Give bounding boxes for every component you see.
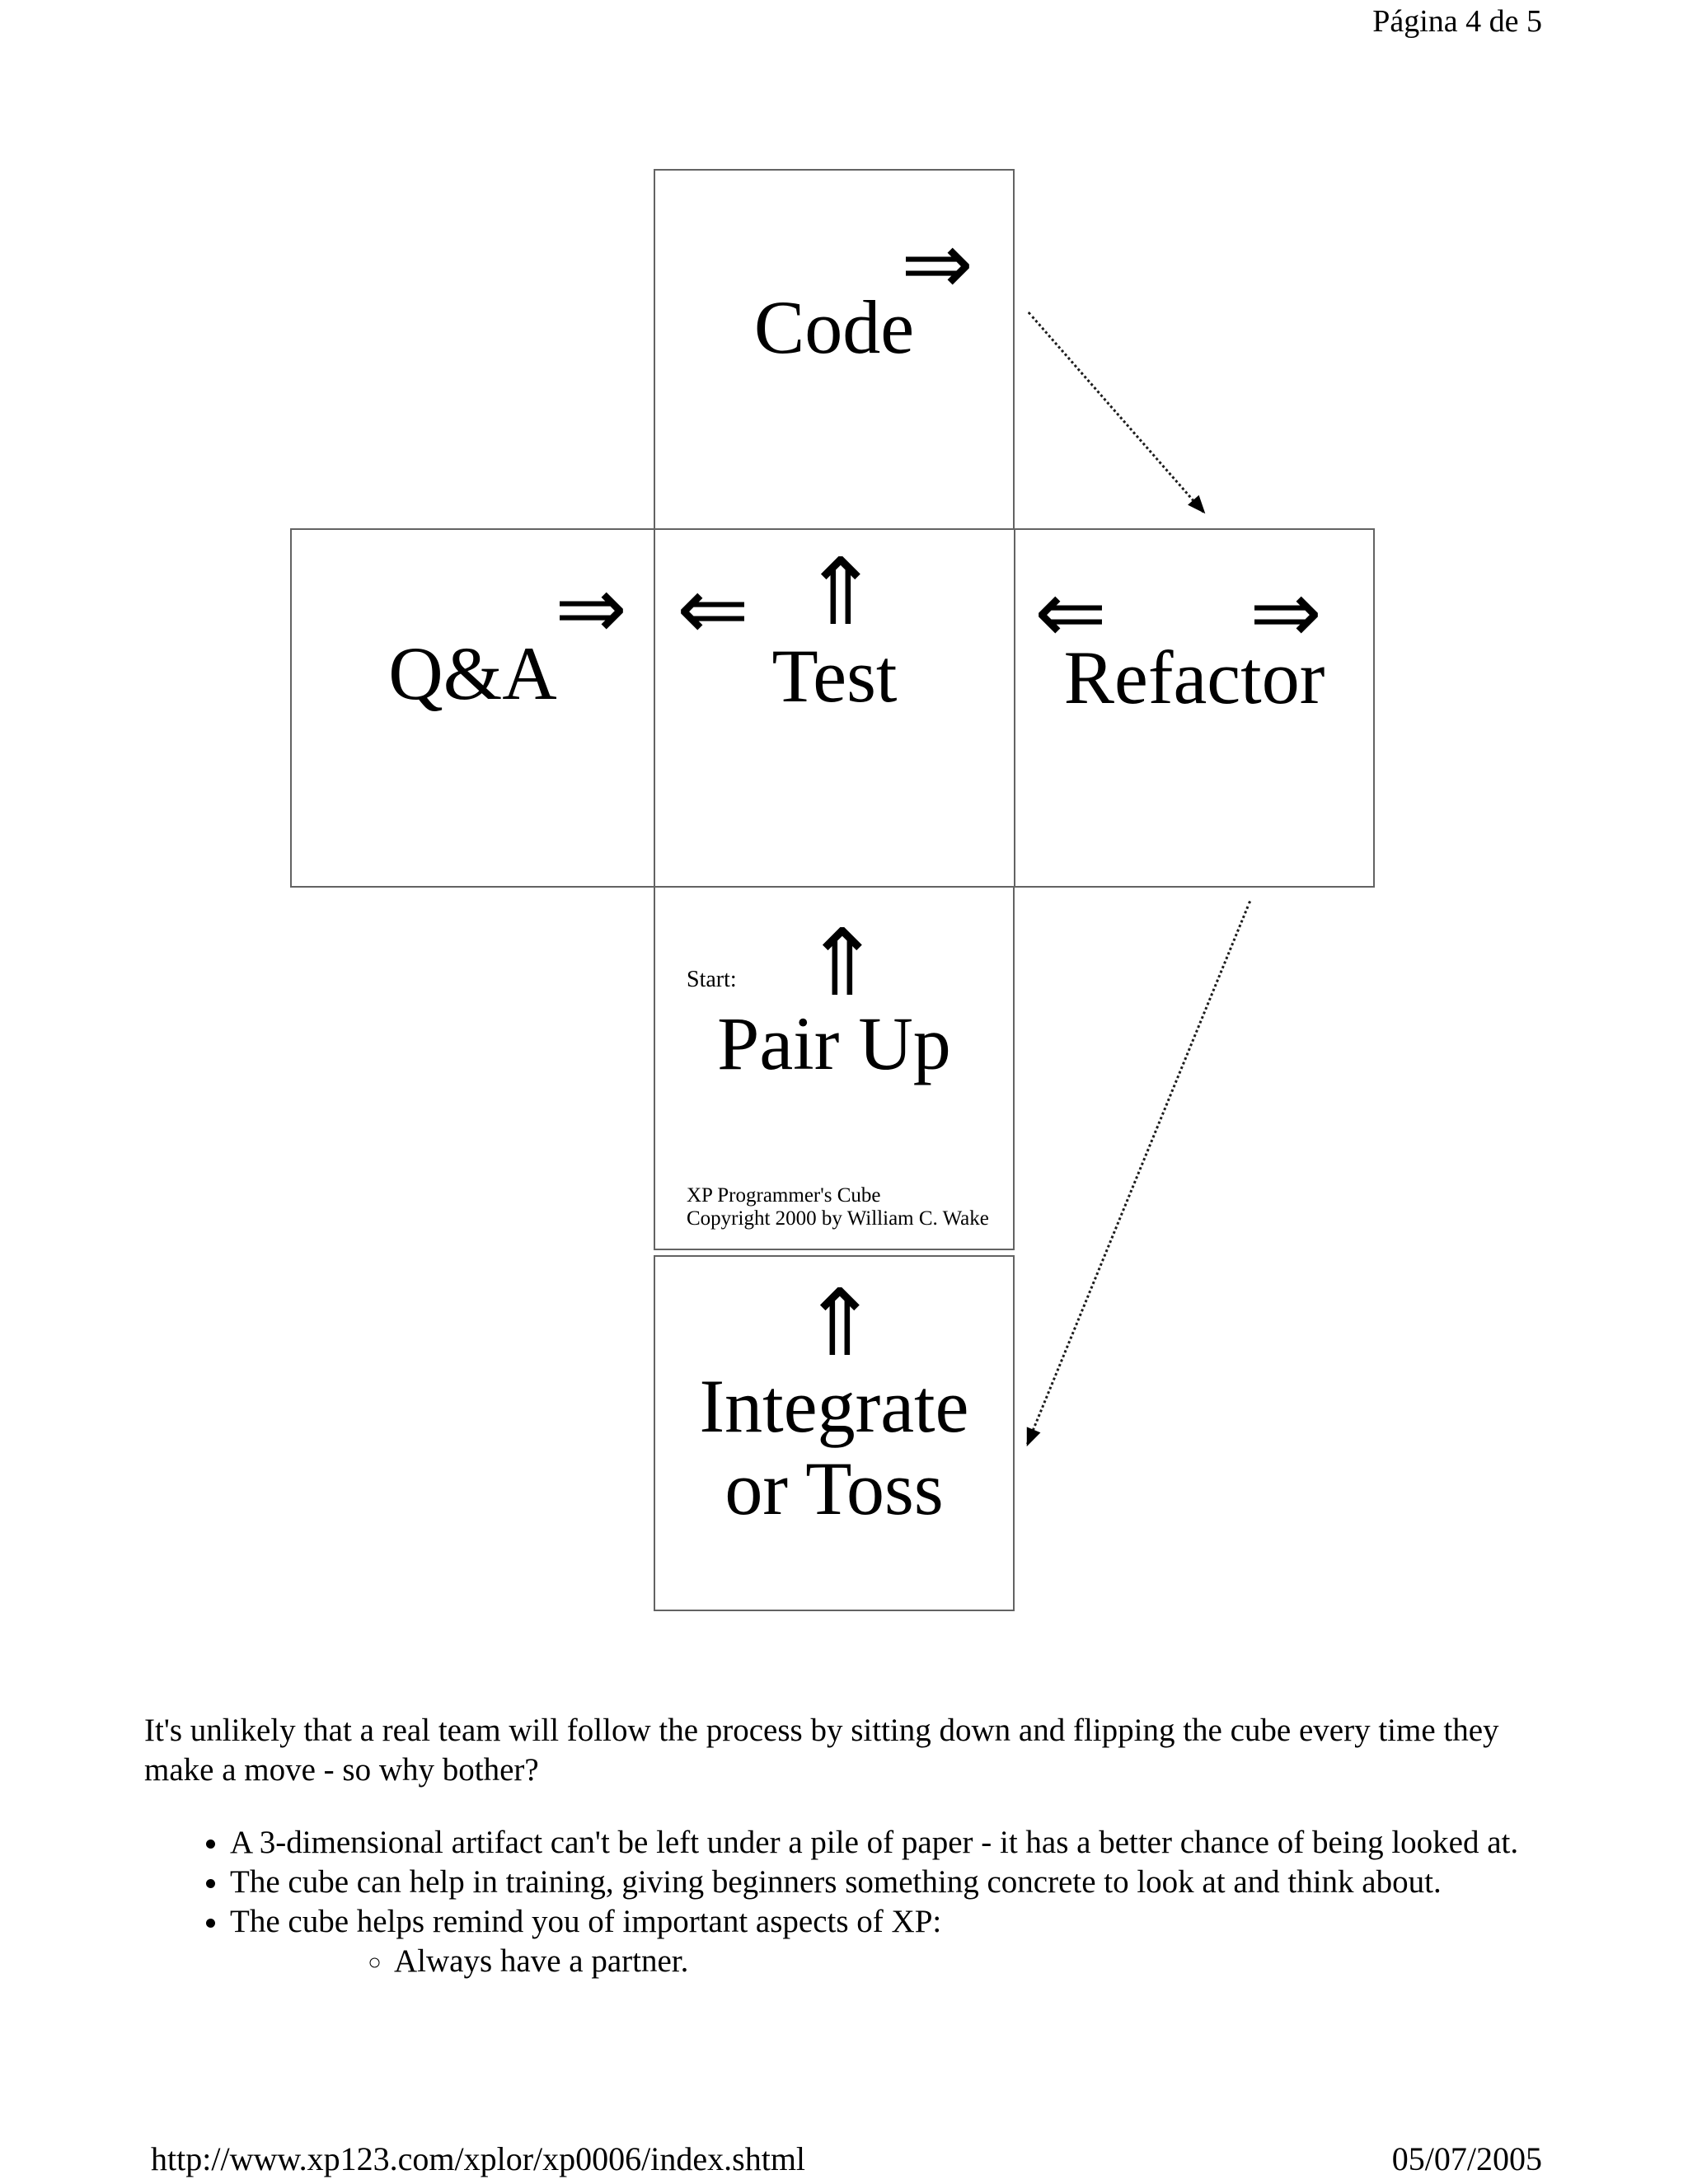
face-label-qa: Q&A [388, 631, 557, 715]
face-label-integrate-line1: Integrate [699, 1364, 969, 1448]
credit-line: Copyright 2000 by William C. Wake [687, 1207, 989, 1230]
dotted-connector-arrow-code-to-refactor [1027, 312, 1212, 519]
double-arrow-right-icon: ⇒ [555, 558, 627, 658]
footer-url: http://www.xp123.com/xplor/xp0006/index.… [151, 2140, 806, 2177]
list-item: Always have a partner. [394, 1942, 1631, 1981]
credit-line: XP Programmer's Cube [687, 1184, 881, 1207]
double-arrow-left-icon: ⇐ [677, 559, 749, 659]
arrowhead-icon [1188, 494, 1212, 519]
face-label-refactor: Refactor [1063, 635, 1325, 719]
cell-divider [654, 530, 655, 886]
face-label-code: Code [753, 285, 915, 369]
cube-middle-row: ⇒ Q&A ⇐ ⇑ Test ⇐ ⇒ Refactor [290, 528, 1375, 888]
double-arrow-right-icon: ⇒ [1250, 562, 1322, 663]
footer-date: 05/07/2005 [1391, 2140, 1542, 2177]
list-item-text: The cube helps remind you of important a… [230, 1904, 942, 1939]
cube-face-code: ⇒ Code [654, 169, 1015, 530]
dotted-connector-arrow-refactor-to-integrate [1020, 900, 1251, 1450]
cell-divider [1014, 530, 1015, 886]
cube-face-qa: ⇒ Q&A [292, 530, 654, 886]
double-arrow-left-icon: ⇐ [1034, 562, 1107, 663]
page-number: Página 4 de 5 [1372, 4, 1542, 39]
list-item: The cube helps remind you of important a… [230, 1902, 1631, 1981]
cube-face-refactor: ⇐ ⇒ Refactor [1015, 530, 1373, 886]
intro-paragraph: It's unlikely that a real team will foll… [144, 1713, 1499, 1788]
arrowhead-icon [1020, 1427, 1041, 1450]
start-label: Start: [687, 967, 737, 992]
face-label-integrate-line2: or Toss [724, 1446, 944, 1530]
sub-bullet-list: Always have a partner. [230, 1942, 1631, 1981]
cube-face-integrate: ⇑ Integrate or Toss [654, 1255, 1015, 1611]
double-arrow-up-icon: ⇑ [801, 1270, 879, 1377]
cube-face-pair-up: Start: ⇑ Pair Up XP Programmer's Cube Co… [654, 886, 1015, 1250]
cube-face-test: ⇐ ⇑ Test [655, 530, 1014, 886]
face-label-pair-up: Pair Up [717, 1001, 951, 1085]
double-arrow-up-icon: ⇑ [804, 910, 881, 1017]
list-item: A 3-dimensional artifact can't be left u… [230, 1823, 1631, 1863]
face-label-test: Test [771, 634, 898, 718]
cube-credits: XP Programmer's Cube Copyright 2000 by W… [687, 1184, 989, 1230]
double-arrow-right-icon: ⇒ [901, 213, 973, 314]
double-arrow-up-icon: ⇑ [802, 539, 879, 646]
list-item: The cube can help in training, giving be… [230, 1863, 1631, 1902]
bullet-list: A 3-dimensional artifact can't be left u… [169, 1823, 1631, 1981]
